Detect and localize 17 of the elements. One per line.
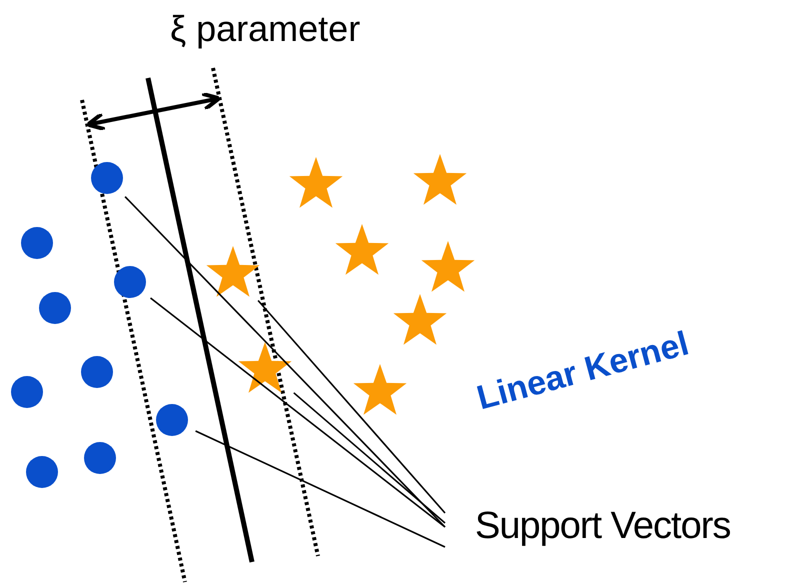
leader-line (258, 300, 446, 514)
support-vector-point (156, 404, 188, 436)
leader-line (124, 196, 446, 528)
parameter-label: ξ parameter (170, 8, 360, 50)
leader-line (293, 392, 446, 524)
leader-line (195, 430, 446, 548)
support-vector-point (11, 376, 43, 408)
support-vector-point (39, 292, 71, 324)
leader-line (150, 297, 446, 528)
support-vector-point (81, 356, 113, 388)
support-vector-point (26, 456, 58, 488)
support-vector-point (84, 442, 116, 474)
support-vector-point (21, 227, 53, 259)
support-vector-point (114, 266, 146, 298)
kernel-title: Linear Kernel (472, 324, 693, 418)
support-vector-point (91, 162, 123, 194)
support-vectors-label: Support Vectors (445, 505, 730, 548)
